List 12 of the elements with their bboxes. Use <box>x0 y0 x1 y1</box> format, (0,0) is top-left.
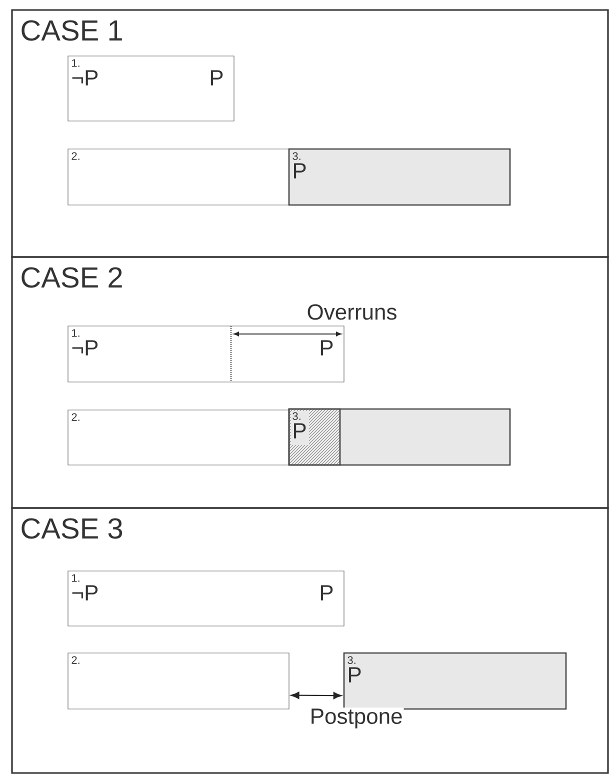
shaded-bar: 3. P <box>288 408 341 466</box>
time-bar: 2. <box>68 652 290 710</box>
arrow <box>290 692 342 700</box>
time-bar: 1. ¬P P <box>68 56 234 122</box>
annotation-label: Overruns <box>308 304 396 320</box>
shaded-bar: 3. P <box>288 148 511 206</box>
edge-label: Postpone <box>308 708 404 730</box>
shaded-bar: 3. P <box>343 652 567 710</box>
time-bar: 1. ¬P P <box>68 326 344 382</box>
time-bar: 1. ¬P P <box>68 570 344 626</box>
time-bar: 2. <box>68 410 290 466</box>
time-bar: 2. <box>68 148 290 206</box>
